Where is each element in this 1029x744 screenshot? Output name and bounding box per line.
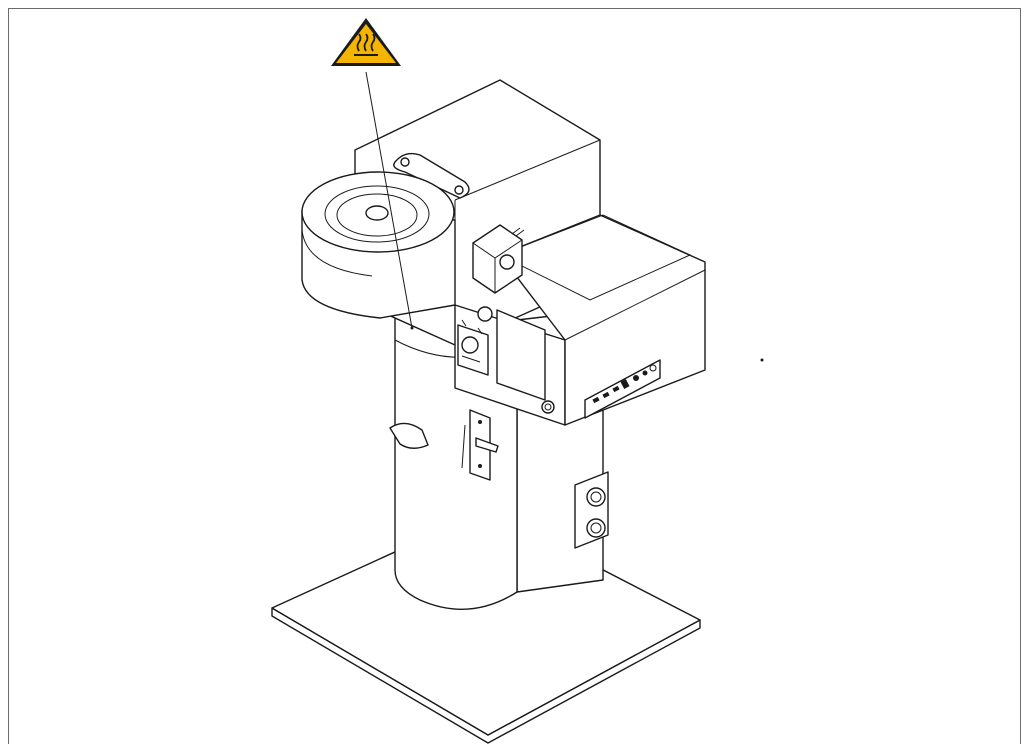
clamp-bracket xyxy=(461,409,499,481)
hot-surface-warning-icon xyxy=(331,18,401,66)
warning-leader-line xyxy=(365,71,413,329)
tube-connectors xyxy=(574,471,609,549)
front-pump-head xyxy=(457,319,489,376)
figure-frame xyxy=(8,8,1021,744)
round-chamber xyxy=(301,171,456,319)
control-box xyxy=(498,214,706,426)
top-pump-head xyxy=(472,224,525,294)
side-handle xyxy=(389,422,429,449)
